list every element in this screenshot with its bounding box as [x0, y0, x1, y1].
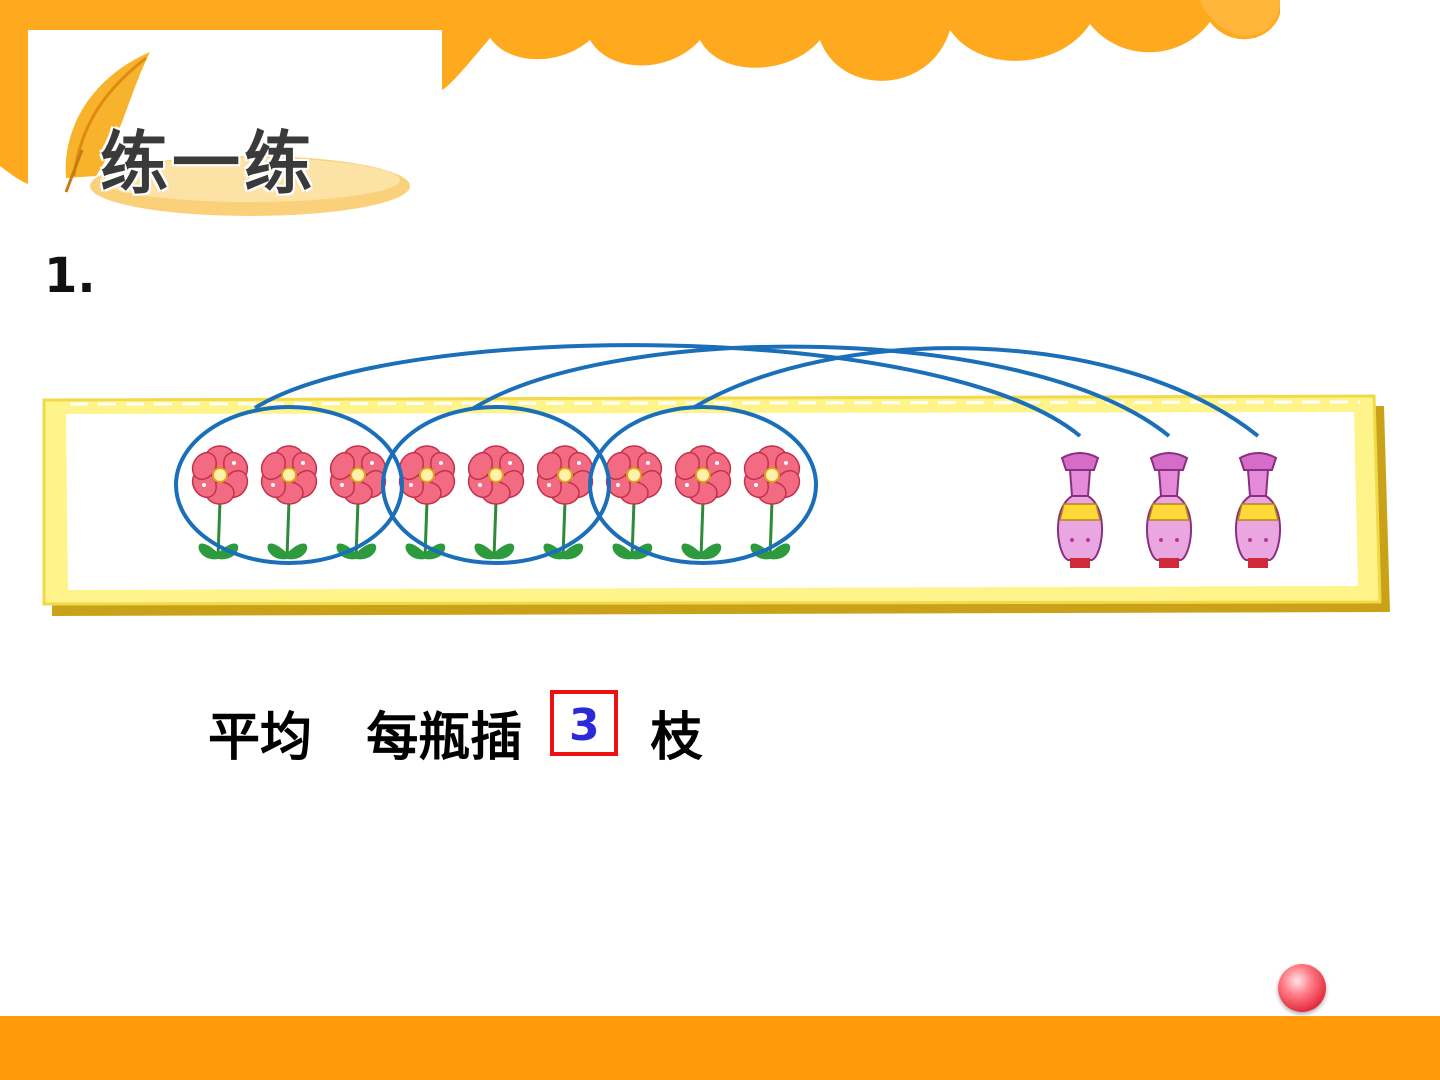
flower-icon: [467, 445, 525, 560]
answer-value: 3: [569, 700, 600, 751]
group-connector-arc: [472, 344, 1171, 438]
group-circle: [588, 405, 818, 565]
answer-sentence: 平均 每瓶插 3 枝: [208, 689, 703, 770]
answer-box[interactable]: 3: [550, 689, 619, 756]
bottom-bar: [0, 1016, 1440, 1080]
group-circle: [174, 405, 404, 565]
group-connector-arc: [691, 346, 1260, 438]
group-connector-arc: [253, 343, 1082, 438]
feather-icon: [64, 52, 150, 193]
vase-icon: [1057, 452, 1103, 568]
flower-icon: [329, 445, 387, 560]
next-ball-icon[interactable]: [1278, 964, 1326, 1012]
flower-icon: [398, 445, 456, 560]
flower-icon: [743, 445, 801, 560]
sentence-part2: 每瓶插: [366, 707, 523, 768]
flower-icon: [674, 445, 732, 560]
flower-icon: [605, 445, 663, 560]
sentence-part1: 平均: [208, 707, 313, 768]
sentence-unit: 枝: [650, 707, 703, 768]
vase-icon: [1235, 452, 1281, 568]
flower-icon: [260, 445, 318, 560]
vase-icon: [1146, 452, 1192, 568]
group-circle: [381, 405, 611, 565]
flower-icon: [191, 445, 249, 560]
section-title: 练一练: [100, 125, 317, 204]
question-number: 1.: [44, 248, 96, 304]
